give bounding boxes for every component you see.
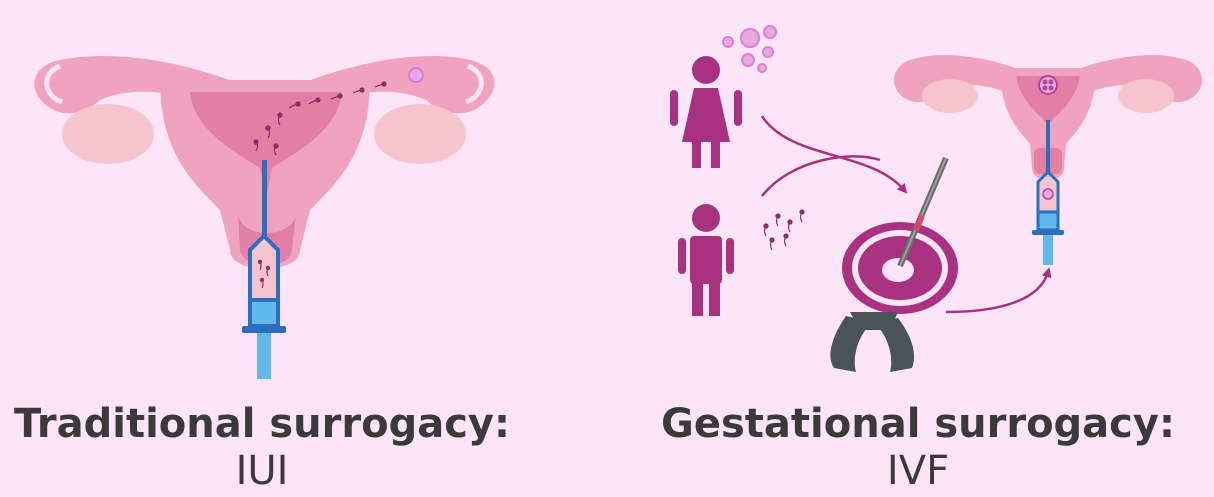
- man-icon: [678, 204, 734, 316]
- embryo-icon: [1039, 76, 1057, 94]
- left-caption: Traditional surrogacy: IUI: [0, 400, 562, 494]
- eggs-icon: [723, 26, 776, 72]
- left-subtitle: IUI: [0, 448, 562, 494]
- sperm-icon-right: [764, 210, 804, 250]
- right-caption: Gestational surrogacy: IVF: [618, 400, 1214, 494]
- woman-icon: [670, 56, 742, 168]
- pipette-holder-icon: [830, 312, 914, 372]
- arrow-man-to-dish: [762, 156, 880, 196]
- petri-dish-icon: [842, 222, 958, 314]
- arrow-dish-to-uterus: [946, 272, 1048, 312]
- right-title: Gestational surrogacy:: [618, 400, 1214, 448]
- right-subtitle: IVF: [618, 448, 1214, 494]
- arrow-woman-to-dish: [762, 116, 904, 190]
- left-title: Traditional surrogacy:: [0, 400, 562, 448]
